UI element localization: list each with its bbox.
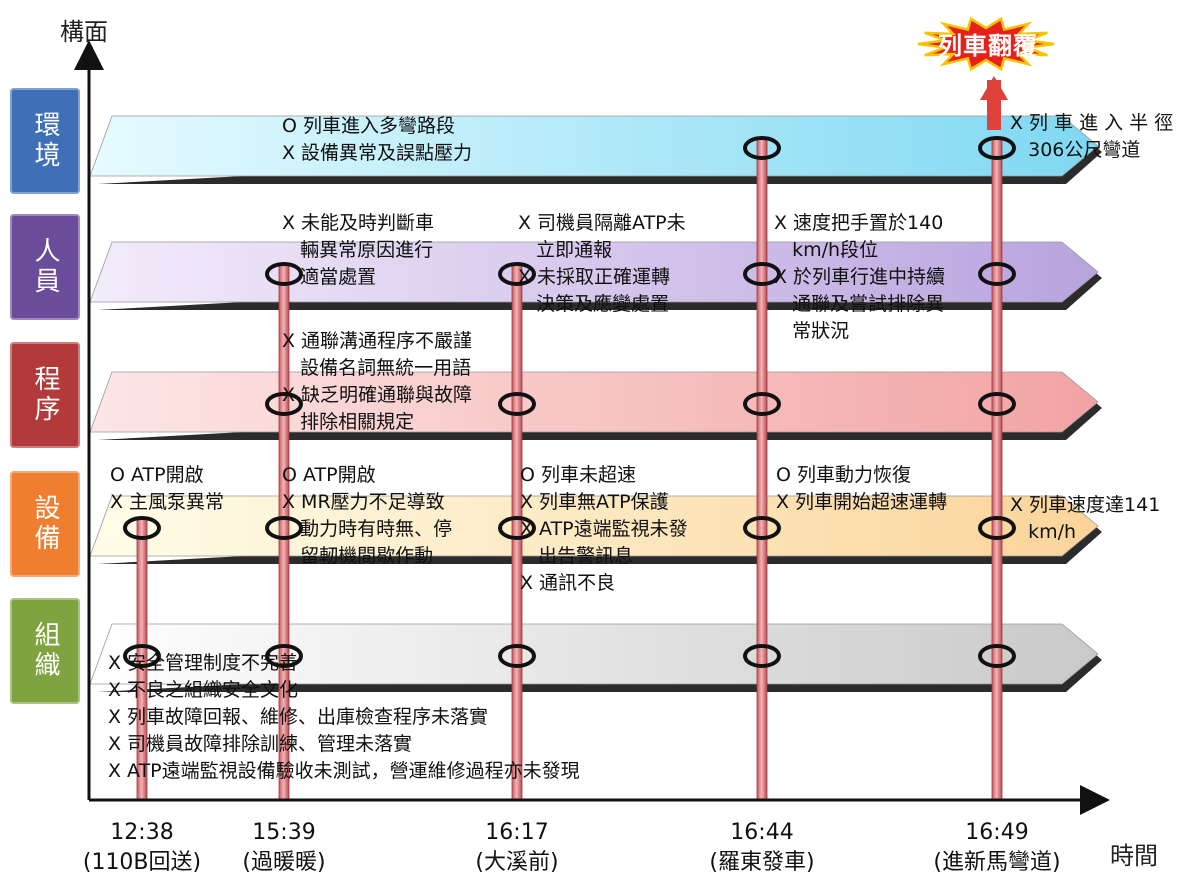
hum-note-1: X 未能及時判斷車 輛異常原因進行 適當處置 [282, 212, 435, 288]
pin-ring-4-hum [743, 262, 781, 286]
env-note-1: O 列車進入多彎路段 X 設備異常及誤點壓力 [282, 115, 473, 164]
org-band [89, 623, 1099, 685]
hum-band [89, 241, 1099, 303]
pin-ring-5-eq [978, 516, 1016, 540]
dimension-label-env: 環境 [10, 88, 80, 194]
pin-ring-3-proc [498, 392, 536, 416]
time-place: (大溪前) [475, 850, 559, 875]
time-value: 12:38 [110, 820, 174, 845]
pin-ring-3-eq [498, 516, 536, 540]
time-value: 16:44 [730, 820, 794, 845]
pin-ring-4-org [743, 644, 781, 668]
timeline-pins [123, 136, 1016, 801]
dimension-label-eq: 設備 [10, 471, 80, 577]
time-tick-3: 16:17 (大溪前) [432, 818, 602, 878]
org-note-1: X 安全管理制度不完善 X 不良之組織安全文化 X 列車故障回報、維修、出庫檢查… [108, 652, 580, 782]
pin-ring-5-proc [978, 392, 1016, 416]
eq-band [89, 495, 1099, 557]
time-tick-2: 15:39 (過暖暖) [199, 818, 369, 878]
pin-rod-5 [991, 137, 1003, 801]
pin-rod-4 [756, 137, 768, 801]
hum-note-2: X 司機員隔離ATP未 立即通報 X 未採取正確運轉 決策及應變處置 [518, 212, 686, 315]
pin-ring-2-proc [265, 392, 303, 416]
env-note-2: X 列 車 進 入 半 徑 306公尺彎道 [1010, 112, 1174, 161]
time-place: (羅東發車) [709, 850, 815, 875]
dimension-label-hum: 人員 [10, 214, 80, 320]
time-value: 16:49 [965, 820, 1029, 845]
eq-note-3: O 列車未超速 X 列車無ATP保護 X ATP遠端監視未發 出告警訊息 X 通… [520, 464, 688, 594]
pin-ring-4-eq [743, 516, 781, 540]
time-tick-1: 12:38 (110B回送) [57, 818, 227, 878]
dimension-label-org: 組織 [10, 598, 80, 704]
pin-ring-2-org [265, 644, 303, 668]
eq-note-1: O ATP開啟 X 主風泵異常 [110, 464, 225, 513]
pin-ring-1-eq [123, 516, 161, 540]
time-tick-4: 16:44 (羅東發車) [677, 818, 847, 878]
pin-ring-4-proc [743, 392, 781, 416]
eq-note-2: O ATP開啟 X MR壓力不足導致 動力時有時無、停 留軔機間歇作動 [282, 464, 453, 567]
axes [74, 40, 1110, 815]
time-place: (過暖暖) [242, 850, 326, 875]
time-value: 15:39 [252, 820, 316, 845]
pin-ring-1-org [123, 644, 161, 668]
env-band [89, 115, 1099, 177]
outcome-callout [917, 16, 1055, 130]
y-axis-title: 構面 [60, 18, 108, 46]
pin-ring-5-org [978, 644, 1016, 668]
dimension-bands [89, 115, 1102, 692]
time-value: 16:17 [485, 820, 549, 845]
outcome-label: 列車翻覆 [938, 32, 1038, 60]
time-place: (110B回送) [82, 850, 202, 875]
proc-note-1: X 通聯溝通程序不嚴謹 設備名詞無統一用語 X 缺乏明確通聯與故障 排除相關規定 [282, 330, 473, 433]
outcome-burst-shape [917, 16, 1055, 72]
pin-ring-2-hum [265, 262, 303, 286]
x-axis-title: 時間 [1110, 842, 1158, 870]
pin-ring-5-hum [978, 262, 1016, 286]
time-tick-5: 16:49 (進新馬彎道) [912, 818, 1082, 878]
eq-note-4: O 列車動力恢復 X 列車開始超速運轉 [776, 464, 948, 513]
pin-ring-3-org [498, 644, 536, 668]
eq-note-5: X 列車速度達141 km/h [1010, 494, 1161, 543]
hum-note-3: X 速度把手置於140 km/h段位 X 於列車行進中持續 通聯及嘗試排除異 常… [774, 212, 946, 342]
proc-band [89, 371, 1099, 433]
pin-ring-2-eq [265, 516, 303, 540]
outcome-arrow-head [980, 76, 1008, 100]
dimension-label-proc: 程序 [10, 342, 80, 448]
pin-ring-3-hum [498, 262, 536, 286]
pin-ring-4-env [743, 136, 781, 160]
pin-ring-5-env [978, 136, 1016, 160]
time-place: (進新馬彎道) [933, 850, 1061, 875]
